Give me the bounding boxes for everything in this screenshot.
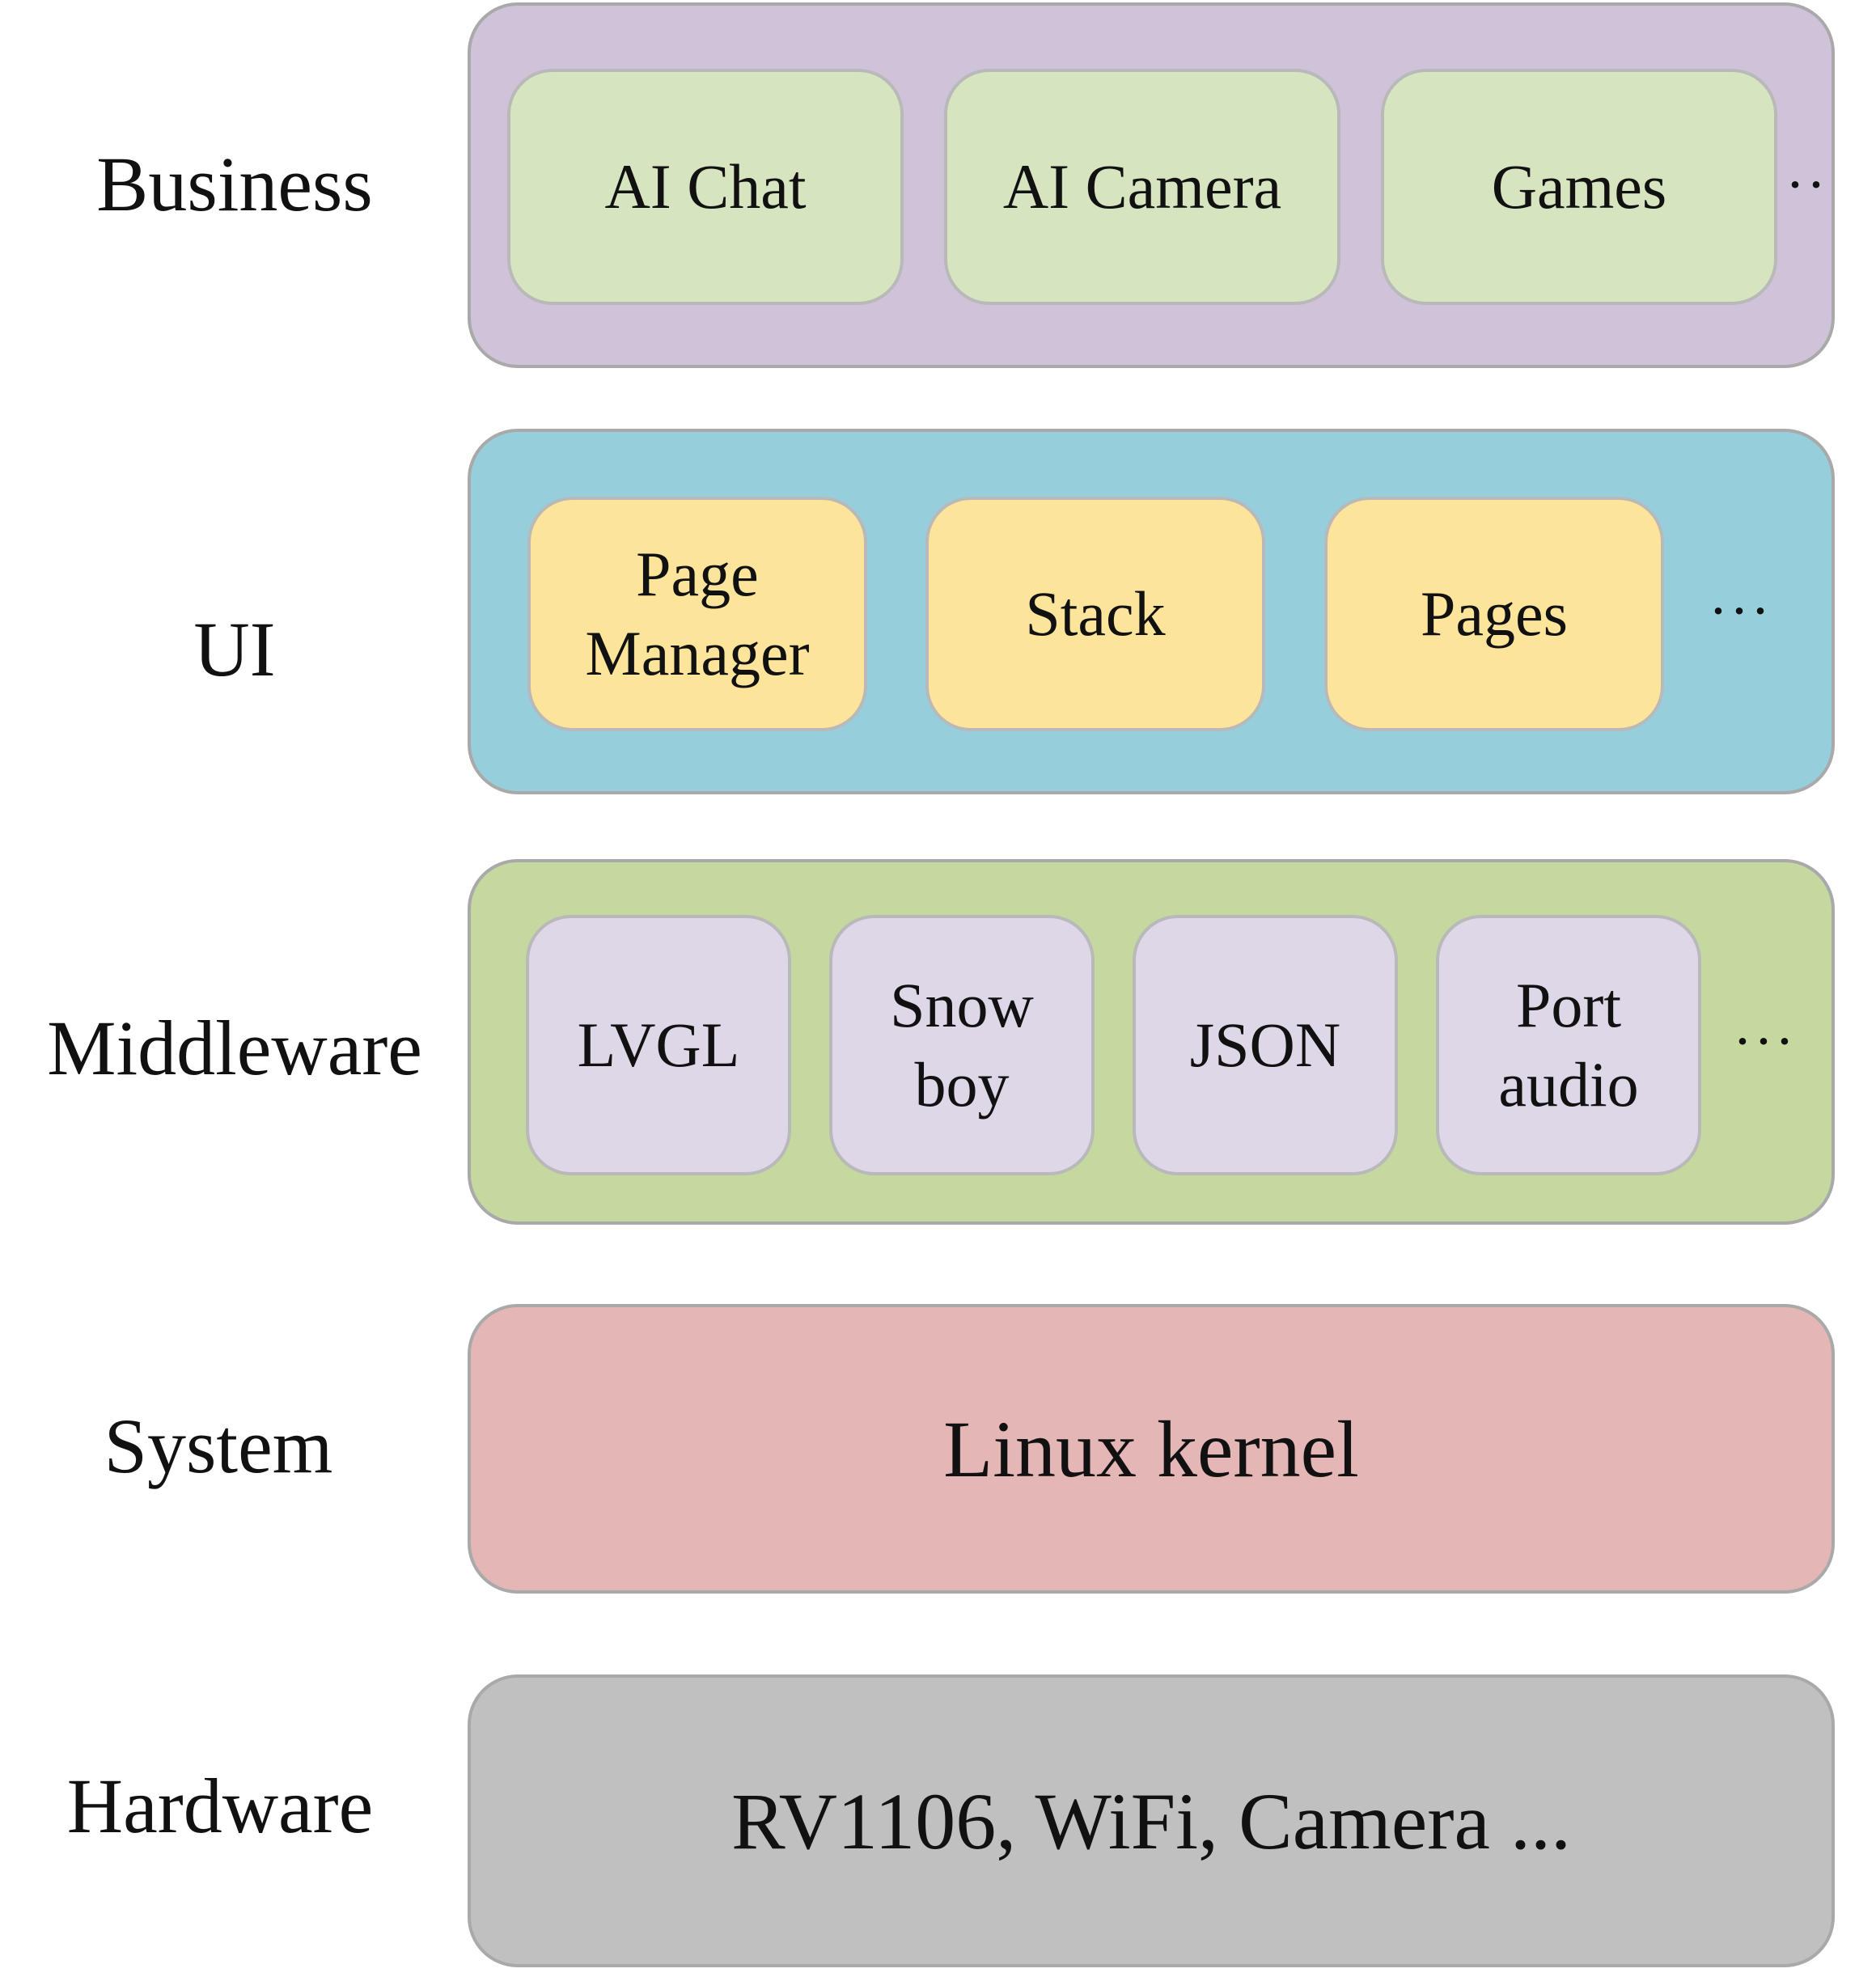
lvgl-box: LVGL <box>526 915 791 1175</box>
snowboy-box: Snow boy <box>829 915 1095 1175</box>
hardware-layer: RV1106, WiFi, Camera ... <box>468 1674 1835 1967</box>
portaudio-label: Port audio <box>1498 970 1639 1120</box>
stack-label: Stack <box>1025 578 1166 649</box>
system-layer: Linux kernel <box>468 1304 1835 1594</box>
games-box: Games <box>1381 69 1777 305</box>
ai-chat-label: AI Chat <box>604 151 807 222</box>
middleware-layer: LVGL Snow boy JSON Port audio ··· <box>468 859 1835 1225</box>
json-box: JSON <box>1133 915 1398 1175</box>
snowboy-label: Snow boy <box>890 970 1034 1120</box>
ai-camera-box: AI Camera <box>944 69 1340 305</box>
pages-box: Pages <box>1324 497 1664 731</box>
ui-layer-label: UI <box>193 606 276 692</box>
portaudio-box: Port audio <box>1436 915 1701 1175</box>
business-ellipsis: ·· <box>1785 152 1827 217</box>
ai-camera-label: AI Camera <box>1002 151 1282 222</box>
hardware-layer-label: Hardware <box>66 1763 374 1849</box>
system-content: Linux kernel <box>943 1403 1359 1494</box>
games-label: Games <box>1491 151 1667 222</box>
ui-ellipsis: ··· <box>1709 578 1772 643</box>
middleware-ellipsis: ··· <box>1733 1009 1796 1073</box>
middleware-layer-label: Middleware <box>47 1005 422 1091</box>
business-layer-label: Business <box>96 141 373 227</box>
pages-label: Pages <box>1421 578 1568 649</box>
page-manager-box: Page Manager <box>527 497 867 731</box>
ai-chat-box: AI Chat <box>507 69 904 305</box>
business-layer: AI Chat AI Camera Games ·· <box>468 2 1835 368</box>
page-manager-label: Page Manager <box>585 539 810 688</box>
stack-box: Stack <box>925 497 1265 731</box>
json-label: JSON <box>1189 1010 1341 1080</box>
ui-layer: Page Manager Stack Pages ··· <box>468 429 1835 794</box>
system-layer-label: System <box>104 1403 333 1489</box>
lvgl-label: LVGL <box>577 1010 740 1080</box>
hardware-content: RV1106, WiFi, Camera ... <box>731 1776 1571 1866</box>
